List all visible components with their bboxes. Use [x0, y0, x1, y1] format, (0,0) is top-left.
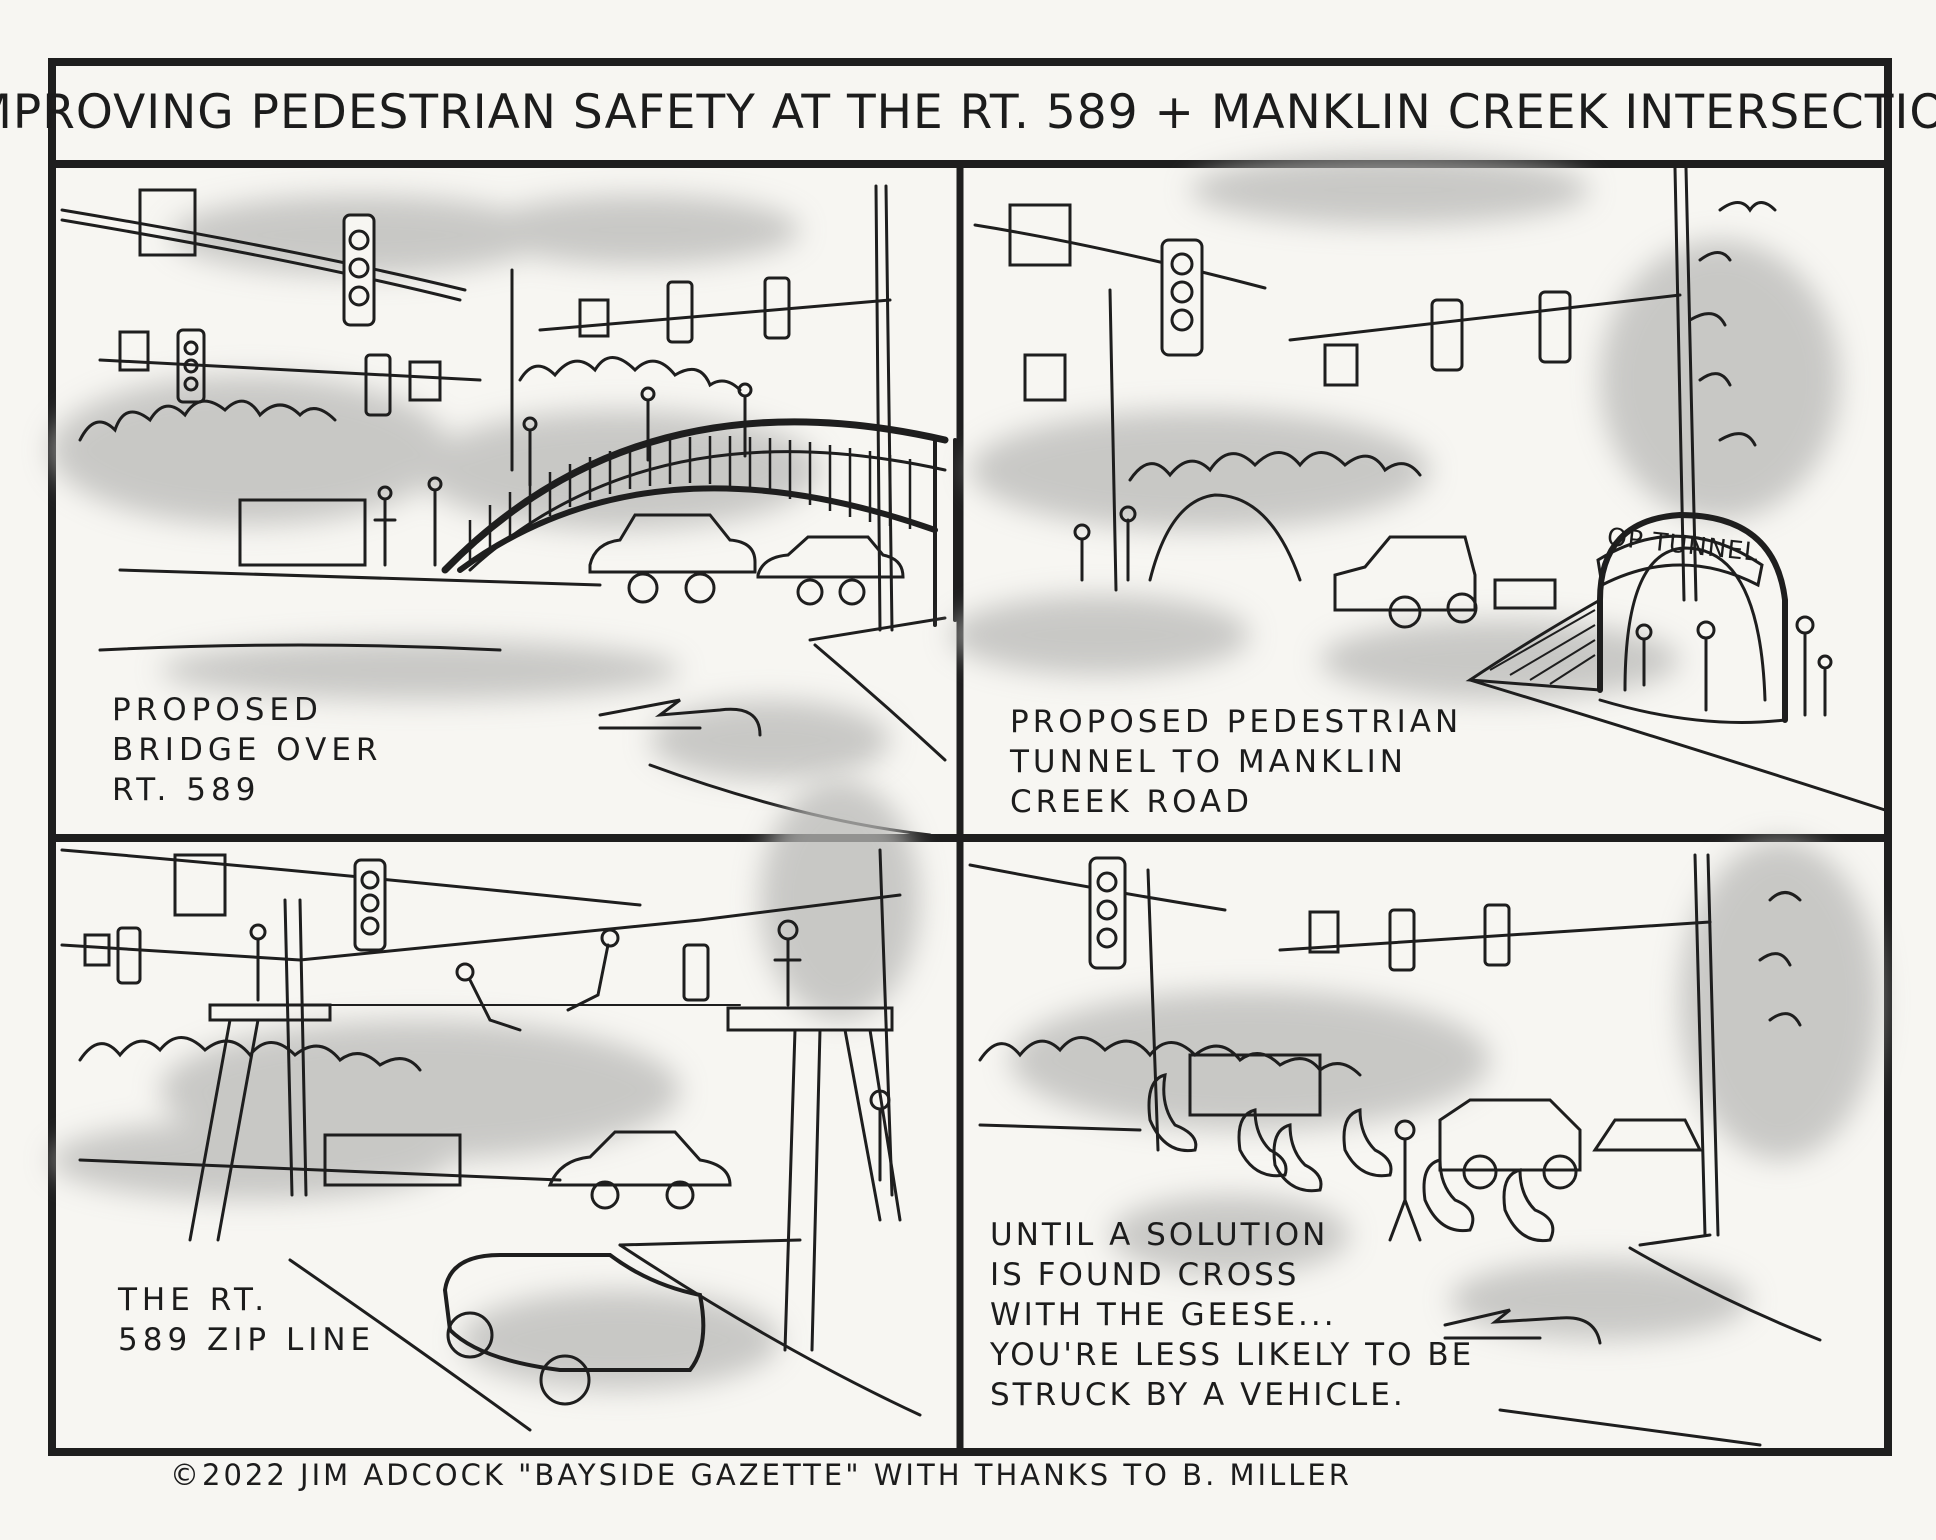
- panel-zipline-drawing: [50, 780, 922, 1432]
- panel-4-caption: Until a solution is found cross with the…: [990, 1217, 1475, 1413]
- panel-tunnel-drawing: [950, 155, 1887, 812]
- comic-frame: [48, 58, 1892, 1456]
- copyright-credit: ©2022 Jim Adcock "Bayside Gazette" with …: [170, 1458, 1352, 1492]
- panel-1-caption: Proposed Bridge over Rt. 589: [112, 692, 383, 808]
- panel-bridge-drawing: [50, 184, 957, 837]
- panel-3-caption: The Rt. 589 zip line: [118, 1282, 376, 1358]
- panel-2-caption: Proposed pedestrian tunnel to Manklin Cr…: [1010, 704, 1463, 820]
- panel-geese-drawing: [968, 840, 1880, 1447]
- page-title: Improving Pedestrian Safety at the Rt. 5…: [0, 84, 1936, 140]
